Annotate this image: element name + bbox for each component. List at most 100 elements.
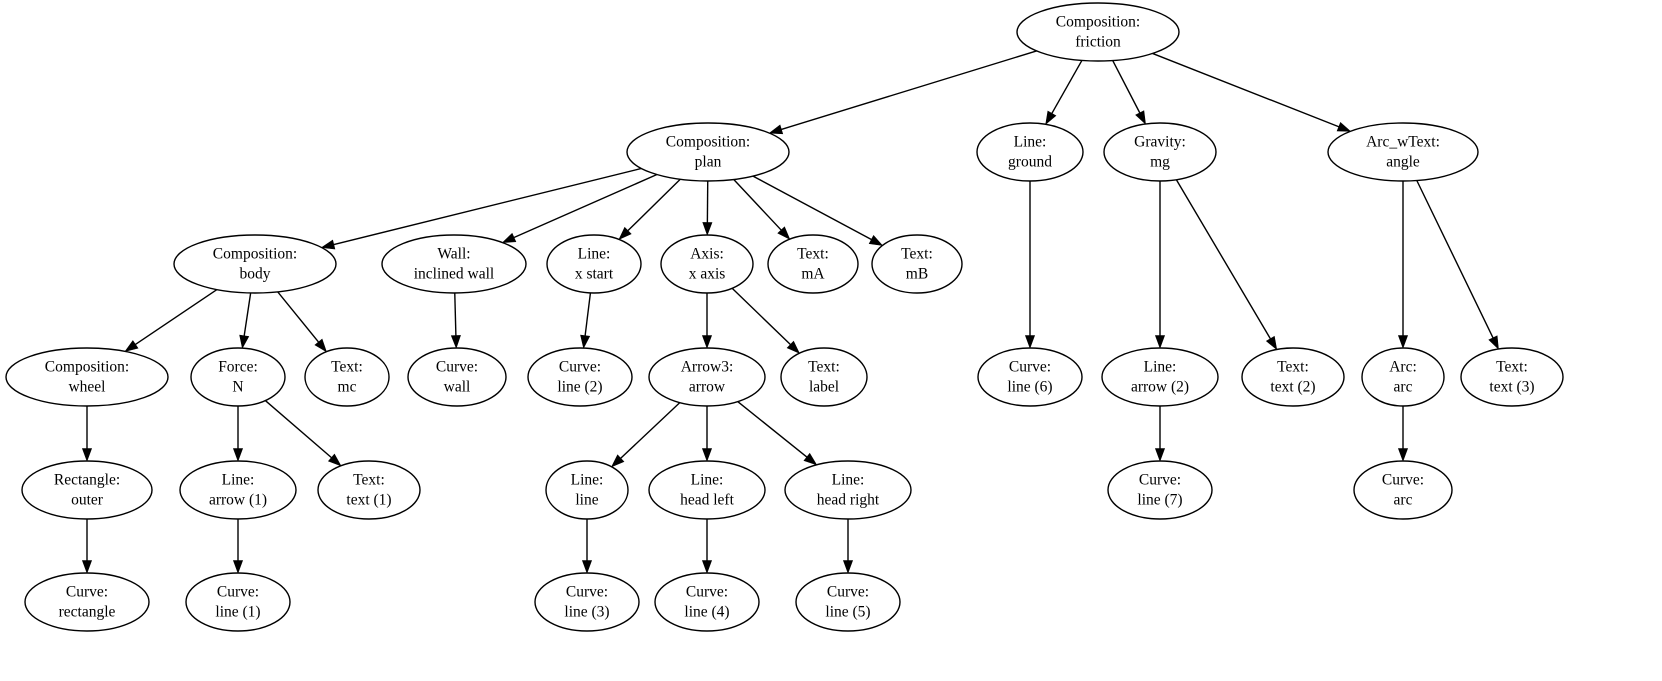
graph-node-arrow2[interactable]: Line:arrow (2) (1101, 347, 1219, 407)
graph-node-line6[interactable]: Curve:line (6) (977, 347, 1083, 407)
edge-plan-to-xstart (627, 178, 681, 232)
graph-node-plan[interactable]: Composition:plan (626, 122, 790, 182)
arrowhead-icon (81, 448, 93, 462)
node-label-type: Line: (1014, 134, 1047, 151)
arrowhead-icon (1336, 121, 1352, 132)
graph-node-body[interactable]: Composition:body (173, 234, 337, 294)
arrowhead-icon (239, 334, 250, 349)
node-ellipse (190, 347, 286, 407)
node-label-type: Text: (331, 359, 363, 376)
graph-node-line5[interactable]: Curve:line (5) (795, 572, 901, 632)
arrowhead-icon (232, 560, 244, 574)
arrowhead-icon (777, 226, 791, 240)
node-label-type: Curve: (559, 359, 601, 376)
node-ellipse (976, 122, 1084, 182)
node-ellipse (1353, 460, 1453, 520)
node-ellipse (648, 347, 766, 407)
arrowhead-icon (701, 448, 713, 462)
node-ellipse (977, 347, 1083, 407)
graph-node-line4[interactable]: Curve:line (4) (654, 572, 760, 632)
node-ellipse (784, 460, 912, 520)
graph-node-rectangle[interactable]: Curve:rectangle (24, 572, 150, 632)
arrowhead-icon (1265, 335, 1278, 351)
node-ellipse (660, 234, 754, 294)
node-label-name: ground (1008, 154, 1052, 171)
graph-node-line2[interactable]: Curve: line (2) (527, 347, 633, 407)
node-ellipse (304, 347, 390, 407)
nodes-layer: Composition:frictionComposition:planLine… (5, 2, 1564, 632)
arrowhead-icon (232, 448, 244, 462)
graph-node-xaxis[interactable]: Axis:x axis (660, 234, 754, 294)
node-label-name: head left (680, 492, 734, 509)
node-label-type: Composition: (213, 246, 297, 263)
node-label-name: N (232, 379, 243, 396)
arrowhead-icon (314, 338, 327, 353)
graph-node-text3[interactable]: Text:text (3) (1460, 347, 1564, 407)
graph-node-mc[interactable]: Text: mc (304, 347, 390, 407)
graph-node-mA[interactable]: Text:mA (767, 234, 859, 294)
arrowhead-icon (327, 453, 342, 467)
node-label-name: plan (695, 154, 722, 171)
graph-node-text1[interactable]: Text:text (1) (317, 460, 421, 520)
arrowhead-icon (581, 560, 593, 574)
edge-body-to-mc (277, 291, 320, 343)
graph-node-gravity[interactable]: Gravity:mg (1103, 122, 1217, 182)
node-label-type: Line: (222, 472, 255, 489)
graph-node-headleft[interactable]: Line: head left (648, 460, 766, 520)
graph-node-xstart[interactable]: Line:x start (546, 234, 642, 294)
graph-node-line7[interactable]: Curve:line (7) (1107, 460, 1213, 520)
graph-node-lineline[interactable]: Line:line (545, 460, 629, 520)
node-label-type: Line: (578, 246, 611, 263)
node-label-name: line (2) (557, 379, 602, 396)
node-label-name: mA (801, 266, 825, 283)
node-label-type: Curve: (686, 584, 728, 601)
graph-node-wall[interactable]: Curve:wall (407, 347, 507, 407)
graph-node-arrow3[interactable]: Arrow3:arrow (648, 347, 766, 407)
node-ellipse (527, 347, 633, 407)
graph-node-angle[interactable]: Arc_wText:angle (1327, 122, 1479, 182)
graph-node-ground[interactable]: Line: ground (976, 122, 1084, 182)
node-label-type: Gravity: (1134, 134, 1186, 151)
graph-node-line3[interactable]: Curve:line (3) (534, 572, 640, 632)
node-ellipse (21, 460, 153, 520)
node-label-name: mc (338, 379, 357, 396)
graph-node-arc[interactable]: Arc:arc (1361, 347, 1445, 407)
graph-node-arrow1[interactable]: Line:arrow (1) (179, 460, 297, 520)
graph-node-rect-outer[interactable]: Rectangle:outer (21, 460, 153, 520)
arrowhead-icon (450, 335, 461, 349)
node-label-name: arrow (689, 379, 726, 396)
edge-plan-to-body (333, 167, 642, 246)
node-label-type: Line: (691, 472, 724, 489)
edge-friction-to-angle (1152, 52, 1340, 128)
graph-node-forceN[interactable]: Force:N (190, 347, 286, 407)
edge-xaxis-to-label (731, 287, 791, 346)
graph-node-text2[interactable]: Text:text (2) (1241, 347, 1345, 407)
edge-plan-to-mB (752, 175, 872, 241)
graph-node-label[interactable]: Text:label (780, 347, 868, 407)
node-ellipse (407, 347, 507, 407)
node-label-type: Text: (901, 246, 933, 263)
graph-node-line1[interactable]: Curve:line (1) (185, 572, 291, 632)
node-ellipse (5, 347, 169, 407)
graph-node-mB[interactable]: Text:mB (871, 234, 963, 294)
graph-node-wheel[interactable]: Composition:wheel (5, 347, 169, 407)
arrowhead-icon (768, 124, 784, 135)
edge-gravity-to-text2 (1175, 179, 1271, 340)
arrowhead-icon (1135, 110, 1146, 125)
edges-layer (81, 50, 1499, 574)
node-label-type: Composition: (1056, 14, 1140, 31)
node-label-name: friction (1075, 34, 1121, 51)
arrowhead-icon (618, 226, 632, 241)
node-label-name: line (1) (215, 604, 260, 621)
arrowhead-icon (1024, 335, 1036, 349)
node-ellipse (767, 234, 859, 294)
graph-node-headright[interactable]: Line:head right (784, 460, 912, 520)
node-ellipse (1101, 347, 1219, 407)
graph-node-arcc[interactable]: Curve:arc (1353, 460, 1453, 520)
node-label-type: Text: (808, 359, 840, 376)
node-label-type: Arc: (1389, 359, 1417, 376)
graph-node-inclined[interactable]: Wall:inclined wall (381, 234, 527, 294)
graph-node-friction[interactable]: Composition: friction (1016, 2, 1180, 62)
arrowhead-icon (580, 334, 591, 349)
